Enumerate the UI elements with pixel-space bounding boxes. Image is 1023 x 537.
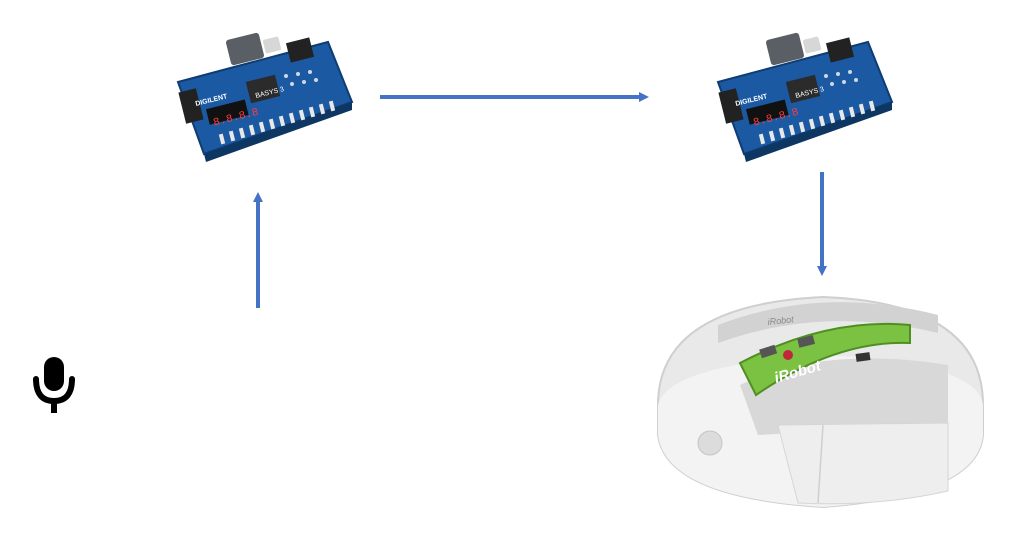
irobot-create: iRobot iRobot — [657, 295, 984, 509]
fpga-board-a: 8.8.8.8 DIGILENT BASYS 3 — [176, 32, 354, 162]
waveform-bars — [86, 314, 426, 456]
fpga-board-b: 8.8.8.8 DIGILENT BASYS 3 — [716, 32, 894, 162]
irobot-top-label: iRobot — [767, 314, 794, 327]
microphone-icon — [33, 357, 75, 413]
audio-waveform — [86, 314, 426, 456]
